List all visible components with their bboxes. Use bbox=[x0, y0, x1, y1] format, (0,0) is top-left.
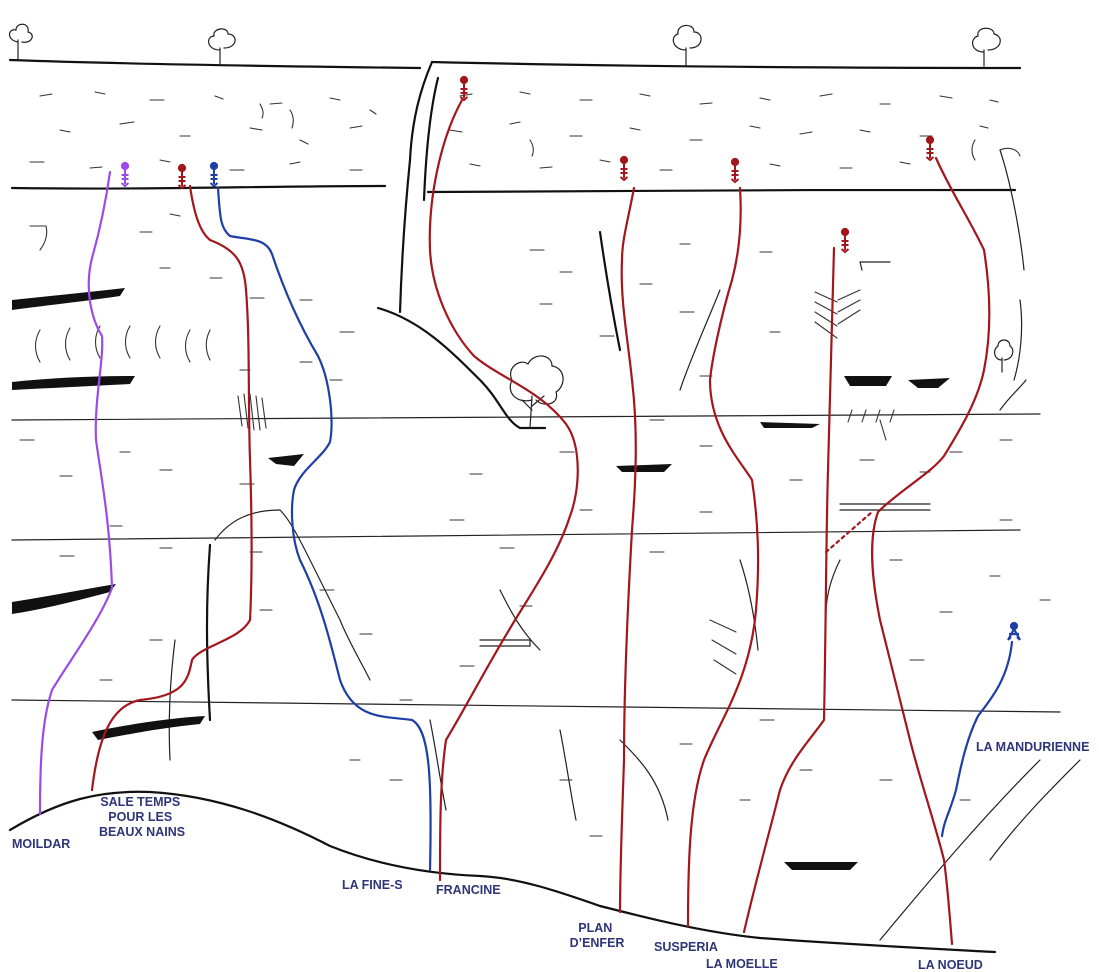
route-label-la-mandurienne: LA MANDURIENNE bbox=[976, 740, 1089, 754]
tree-icon bbox=[10, 24, 33, 60]
route-line-susperia bbox=[688, 188, 758, 926]
upper-band bbox=[12, 186, 1015, 192]
rock-texture bbox=[30, 92, 1020, 170]
belay-anchor-icon bbox=[926, 136, 933, 160]
roof-ledges bbox=[12, 288, 950, 870]
cliff-top bbox=[10, 60, 1020, 68]
route-line-francine bbox=[430, 100, 578, 880]
route-label-susperia: SUSPERIA bbox=[654, 940, 718, 954]
route-line-la-mandurienne bbox=[942, 642, 1012, 836]
route-line-la-noeud bbox=[872, 158, 989, 944]
route-line-plan-denfer bbox=[620, 188, 636, 912]
belay-anchor-icon bbox=[841, 228, 848, 252]
anchor-icons bbox=[121, 76, 1020, 640]
belay-anchor-icon bbox=[210, 162, 217, 186]
tree-icon bbox=[673, 25, 701, 66]
route-label-moildar: MOILDAR bbox=[12, 837, 70, 851]
route-label-francine: FRANCINE bbox=[436, 883, 501, 897]
belay-anchor-icon bbox=[121, 162, 128, 186]
tree-icon bbox=[973, 28, 1001, 66]
belay-anchor-icon bbox=[620, 156, 627, 180]
tree-icon bbox=[209, 29, 235, 64]
route-lines bbox=[40, 100, 1012, 944]
route-line-moildar bbox=[40, 172, 112, 814]
belay-anchor-icon bbox=[460, 76, 467, 100]
route-label-sale-temps: SALE TEMPS POUR LES BEAUX NAINS bbox=[99, 795, 185, 839]
rock-hatching bbox=[36, 290, 895, 674]
route-label-la-fine-s: LA FINE-S bbox=[342, 878, 403, 892]
route-line-la-fine-s bbox=[218, 188, 431, 870]
route-label-la-noeud: LA NOEUD bbox=[918, 958, 983, 972]
route-label-la-moelle: LA MOELLE bbox=[706, 957, 778, 971]
lower-off-icon bbox=[1008, 622, 1020, 640]
belay-anchor-icon bbox=[178, 164, 185, 188]
route-labels: MOILDAR SALE TEMPS POUR LES BEAUX NAINS … bbox=[12, 740, 1089, 972]
route-label-plan-denfer: PLAN D’ENFER bbox=[570, 921, 625, 950]
route-line-sale-temps bbox=[92, 186, 252, 790]
tree-icon bbox=[995, 340, 1013, 372]
wall-texture bbox=[20, 214, 1050, 836]
belay-anchor-icon bbox=[731, 158, 738, 182]
